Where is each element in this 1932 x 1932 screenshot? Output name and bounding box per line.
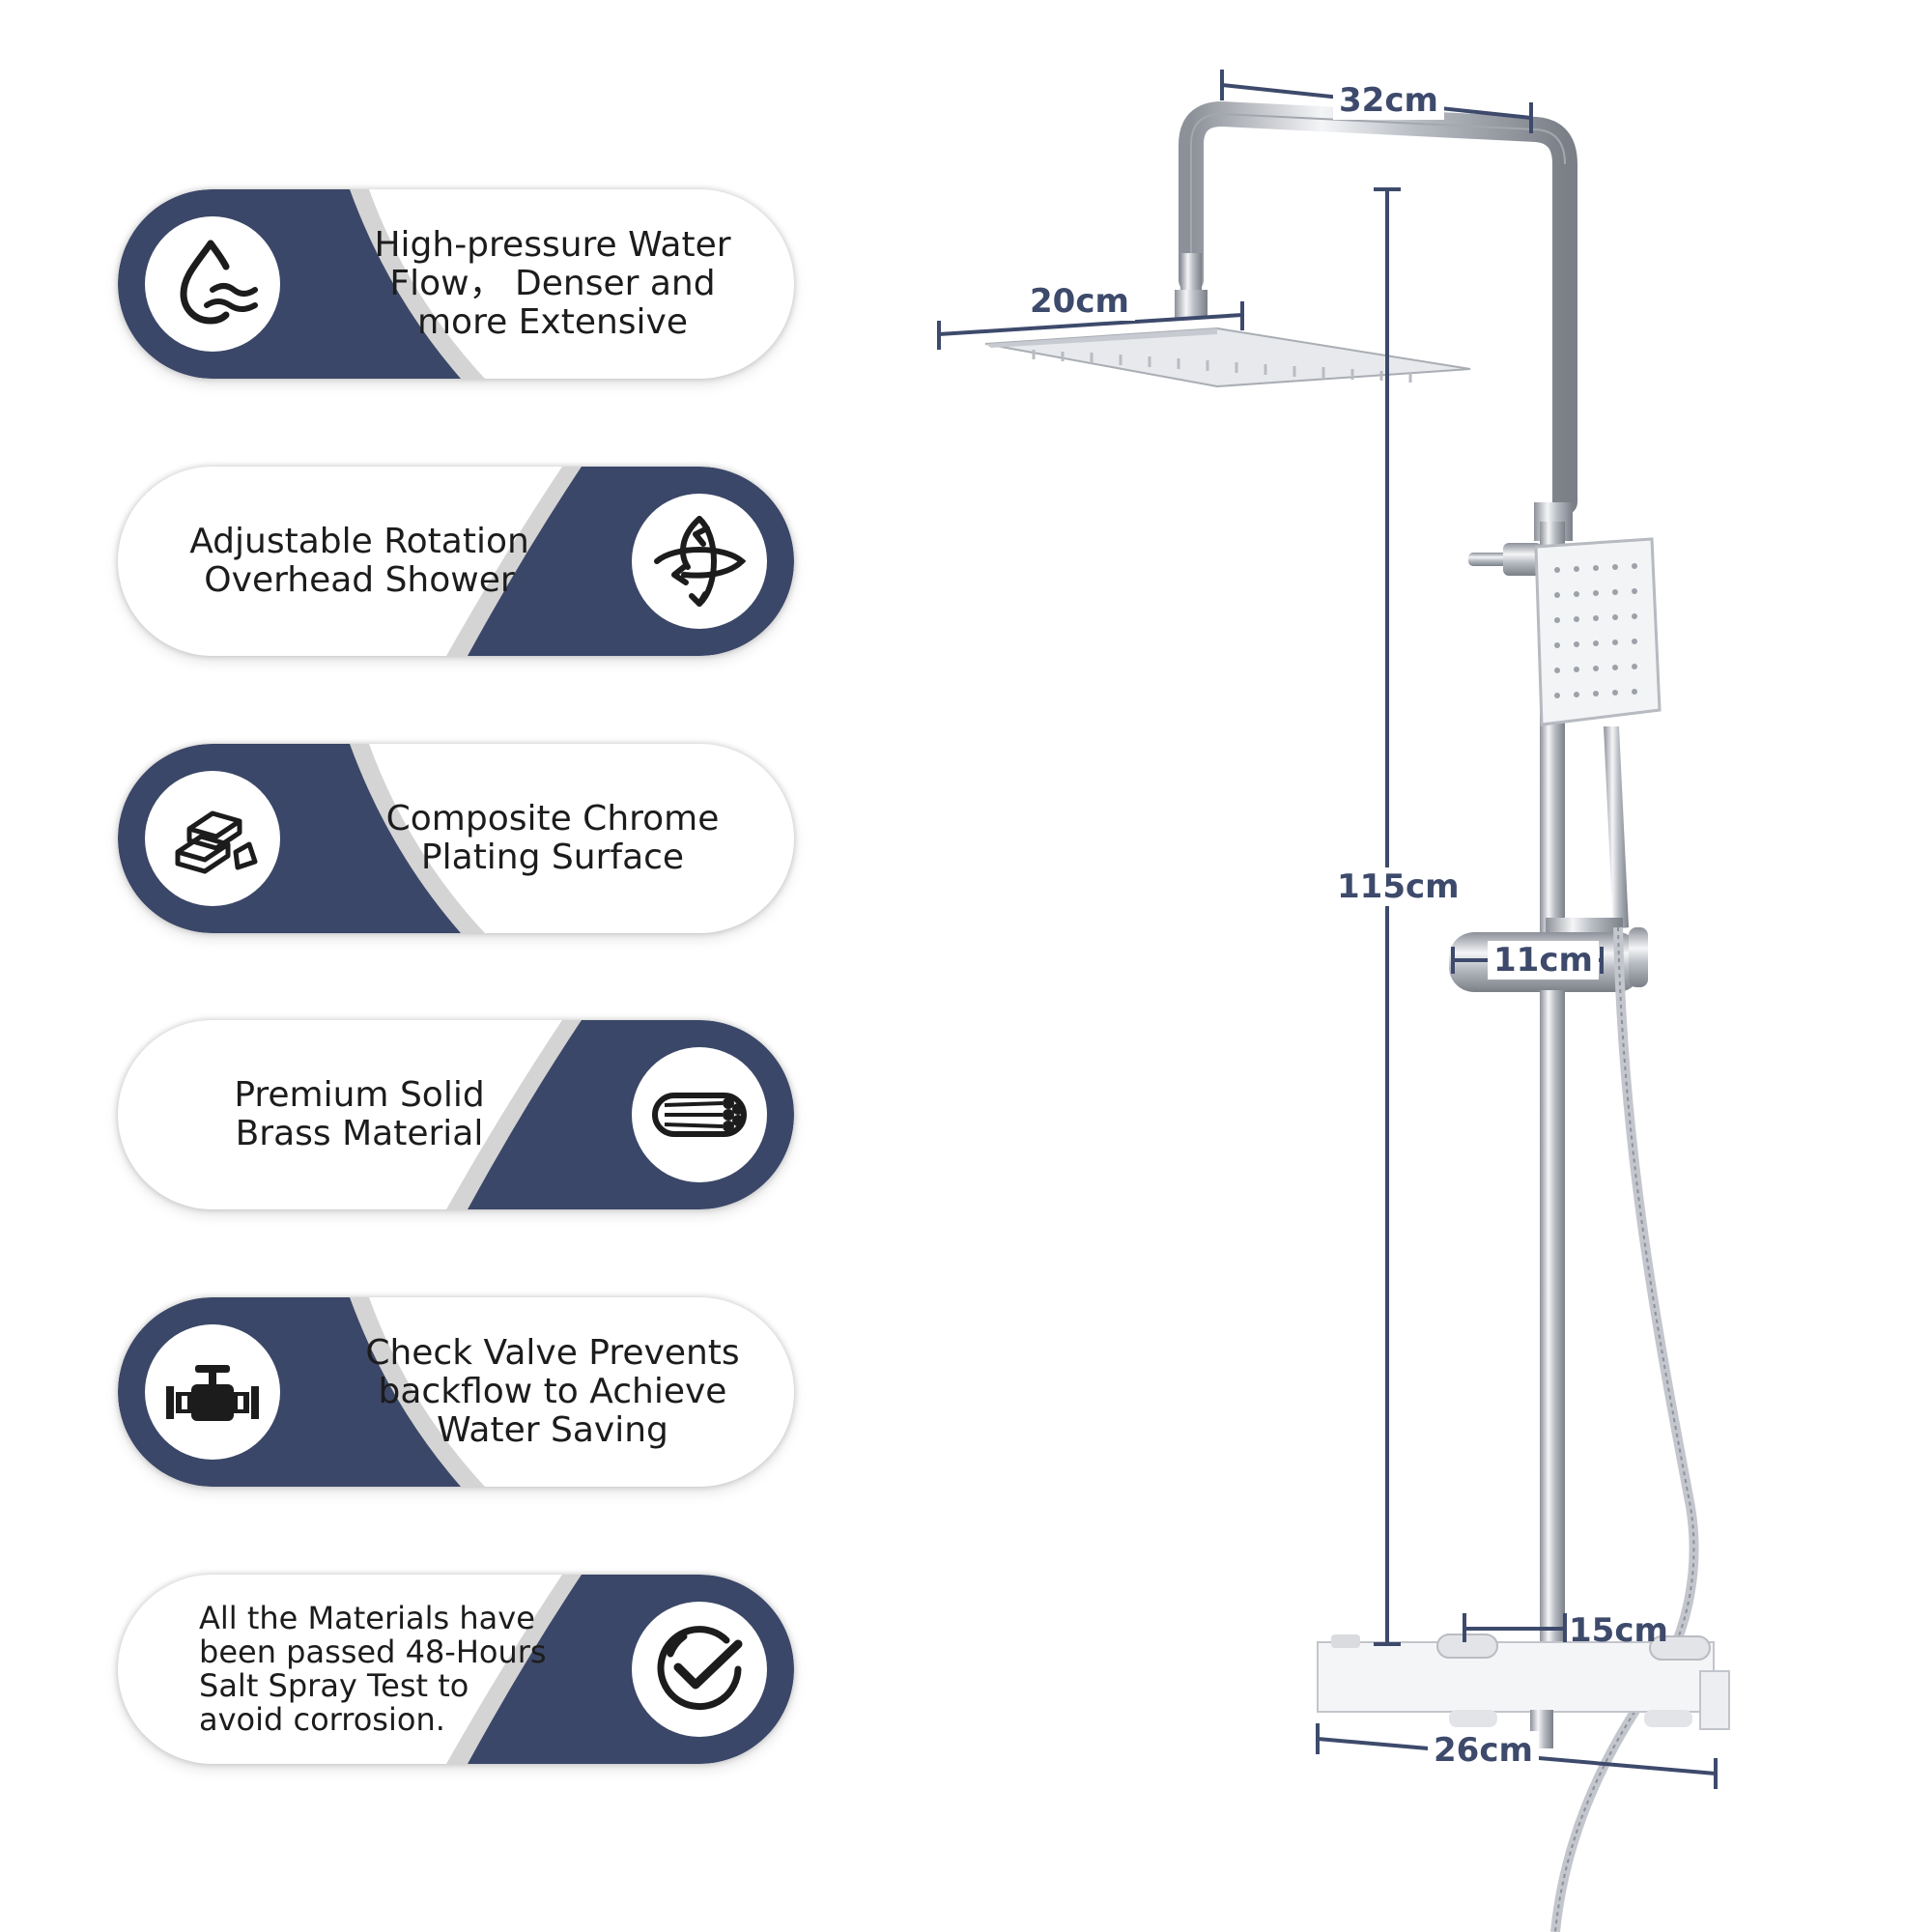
rotation-arrows-icon: [632, 494, 767, 629]
feature-text: Premium Solid Brass Material: [234, 1075, 485, 1153]
rain-shower-head: [984, 327, 1471, 388]
feature-list: High-pressure Water Flow， Denser and mor…: [0, 0, 869, 1932]
hand-shower: [1468, 537, 1662, 929]
feature-salt-spray-test: All the Materials have been passed 48-Ho…: [118, 1575, 794, 1764]
feature-brass-material: Premium Solid Brass Material: [118, 1020, 794, 1209]
brass-rods-icon: [632, 1047, 767, 1182]
feature-text: Composite Chrome Plating Surface: [385, 799, 720, 877]
feature-chrome-plating: Composite Chrome Plating Surface: [118, 744, 794, 933]
feature-check-valve: Check Valve Prevents backflow to Achieve…: [118, 1297, 794, 1487]
overhead-arm: [1175, 100, 1577, 515]
dimension-mixer-width: 26cm: [1428, 1731, 1539, 1770]
dimension-rail-height: 115cm: [1331, 867, 1465, 906]
stacked-bars-icon: [145, 771, 280, 906]
feature-text: Adjustable Rotation Overhead Shower: [189, 522, 529, 600]
feature-text: High-pressure Water Flow， Denser and mor…: [374, 225, 731, 342]
dimension-holder-width: 11cm: [1488, 941, 1599, 980]
checkmark-circle-icon: [632, 1602, 767, 1737]
feature-high-pressure: High-pressure Water Flow， Denser and mor…: [118, 189, 794, 379]
dimension-head-width: 20cm: [1024, 282, 1135, 321]
feature-text: All the Materials have been passed 48-Ho…: [199, 1600, 547, 1738]
thermostatic-mixer: [1317, 1634, 1730, 1748]
feature-adjustable-rotation: Adjustable Rotation Overhead Shower: [118, 467, 794, 656]
water-drop-waves-icon: [145, 216, 280, 352]
shower-system-illustration: 32cm 20cm 115cm 11cm 15cm 26cm: [927, 0, 1932, 1932]
shower-hose: [1550, 926, 1699, 1932]
dimension-arm-width: 32cm: [1333, 81, 1444, 120]
feature-text: Check Valve Prevents backflow to Achieve…: [365, 1333, 740, 1450]
check-valve-icon: [145, 1324, 280, 1460]
dimension-mixer-offset: 15cm: [1569, 1611, 1668, 1650]
